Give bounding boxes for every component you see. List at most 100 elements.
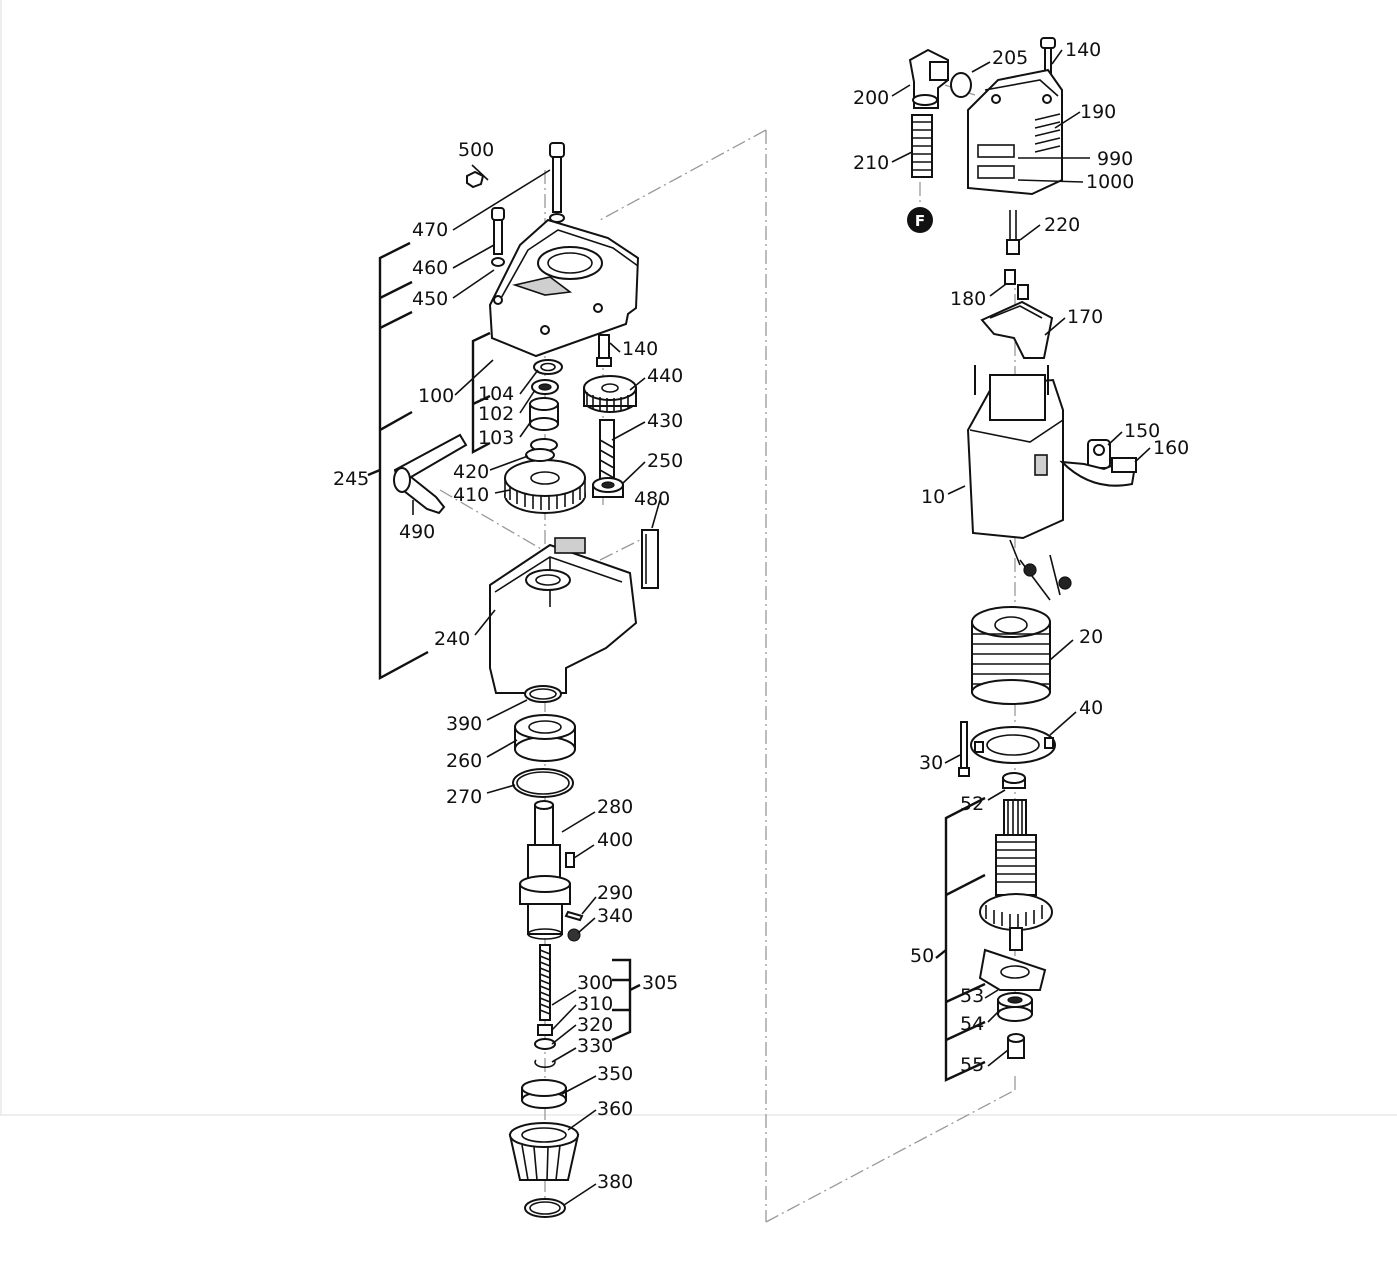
label-205: 205 xyxy=(992,47,1028,69)
part-390-ring xyxy=(524,685,562,703)
part-420-washer xyxy=(525,448,555,462)
part-290-pin xyxy=(564,910,584,922)
label-53: 53 xyxy=(960,985,984,1007)
label-300: 300 xyxy=(577,972,613,994)
label-350: 350 xyxy=(597,1063,633,1085)
part-140-screw-left xyxy=(596,334,612,367)
label-490: 490 xyxy=(399,521,435,543)
part-140-screw-right xyxy=(1040,37,1056,89)
part-220-cable xyxy=(1006,210,1020,255)
label-104: 104 xyxy=(478,383,514,405)
part-190-rear-cover xyxy=(967,68,1063,196)
part-55-bushing xyxy=(1007,1033,1025,1059)
part-310-sleeve xyxy=(537,1024,553,1036)
label-55: 55 xyxy=(960,1054,984,1076)
label-103: 103 xyxy=(478,427,514,449)
label-10: 10 xyxy=(921,486,945,508)
label-410: 410 xyxy=(453,484,489,506)
label-470: 470 xyxy=(412,219,448,241)
part-350-ring xyxy=(521,1079,567,1109)
label-140-right: 140 xyxy=(1065,39,1101,61)
label-240: 240 xyxy=(434,628,470,650)
label-480: 480 xyxy=(634,488,670,510)
label-260: 260 xyxy=(446,750,482,772)
part-300-spring xyxy=(539,944,551,1021)
part-380-ring xyxy=(524,1198,566,1218)
part-103-needle-bearing xyxy=(529,397,559,452)
part-labels: 500 470 460 450 100 104 102 103 140 440 … xyxy=(333,39,1189,1193)
label-310: 310 xyxy=(577,993,613,1015)
label-440: 440 xyxy=(647,365,683,387)
part-53-fan xyxy=(978,948,1047,991)
label-330: 330 xyxy=(577,1035,613,1057)
part-20-field-coil xyxy=(971,539,1072,705)
part-240-gear-housing xyxy=(489,537,638,694)
label-360: 360 xyxy=(597,1098,633,1120)
part-470-screw xyxy=(549,142,565,223)
part-10-motor-housing xyxy=(966,365,1064,540)
brackets-left xyxy=(367,241,641,1042)
label-210: 210 xyxy=(853,152,889,174)
label-245: 245 xyxy=(333,468,369,490)
label-250: 250 xyxy=(647,450,683,472)
leader-lines-right xyxy=(891,49,1151,1067)
part-170-holder xyxy=(980,300,1054,359)
part-500-nut xyxy=(466,170,485,189)
part-280-spindle xyxy=(519,800,571,940)
label-500: 500 xyxy=(458,139,494,161)
part-490-lever xyxy=(393,433,468,515)
label-290: 290 xyxy=(597,882,633,904)
part-320-washer xyxy=(534,1038,556,1050)
label-100: 100 xyxy=(418,385,454,407)
part-102-bearing xyxy=(531,379,559,395)
label-305: 305 xyxy=(642,972,678,994)
part-360-collet-nut xyxy=(508,1122,580,1181)
label-50: 50 xyxy=(910,945,934,967)
part-340-ball xyxy=(567,928,581,942)
part-52-bearing xyxy=(1002,772,1026,789)
marker-f: F xyxy=(907,207,933,233)
label-54: 54 xyxy=(960,1013,984,1035)
part-430-pinion-shaft xyxy=(599,419,615,481)
label-190: 190 xyxy=(1080,101,1116,123)
part-330-circlip xyxy=(534,1059,556,1068)
label-180: 180 xyxy=(950,288,986,310)
label-430: 430 xyxy=(647,410,683,432)
part-210-sleeve xyxy=(911,114,933,178)
label-170: 170 xyxy=(1067,306,1103,328)
brackets-right xyxy=(935,796,986,1082)
part-100-gear-head-cover xyxy=(488,218,640,358)
part-180-clips xyxy=(1004,269,1029,300)
label-160: 160 xyxy=(1153,437,1189,459)
label-400: 400 xyxy=(597,829,633,851)
part-30-screw xyxy=(958,721,970,777)
label-1000: 1000 xyxy=(1086,171,1134,193)
marker-f-text: F xyxy=(915,212,925,230)
label-102: 102 xyxy=(478,403,514,425)
part-480-strip xyxy=(641,529,659,589)
label-40: 40 xyxy=(1079,697,1103,719)
part-104-ring xyxy=(533,359,563,375)
part-460-screw xyxy=(491,207,505,267)
label-52: 52 xyxy=(960,793,984,815)
part-400-key xyxy=(565,852,575,868)
label-990: 990 xyxy=(1097,148,1133,170)
label-280: 280 xyxy=(597,796,633,818)
part-50-armature xyxy=(979,799,1053,951)
part-54-bearing xyxy=(997,992,1033,1022)
label-270: 270 xyxy=(446,786,482,808)
part-205-o-ring xyxy=(950,72,972,98)
part-160-slider xyxy=(1059,457,1137,487)
part-200-elbow xyxy=(908,48,949,109)
label-450: 450 xyxy=(412,288,448,310)
part-440-gear xyxy=(583,375,637,413)
label-380: 380 xyxy=(597,1171,633,1193)
label-340: 340 xyxy=(597,905,633,927)
part-410-large-gear xyxy=(504,459,586,514)
part-250-bearing xyxy=(592,477,624,498)
label-30: 30 xyxy=(919,752,943,774)
part-270-o-ring xyxy=(512,768,574,798)
label-460: 460 xyxy=(412,257,448,279)
part-150-switch xyxy=(1087,439,1111,469)
